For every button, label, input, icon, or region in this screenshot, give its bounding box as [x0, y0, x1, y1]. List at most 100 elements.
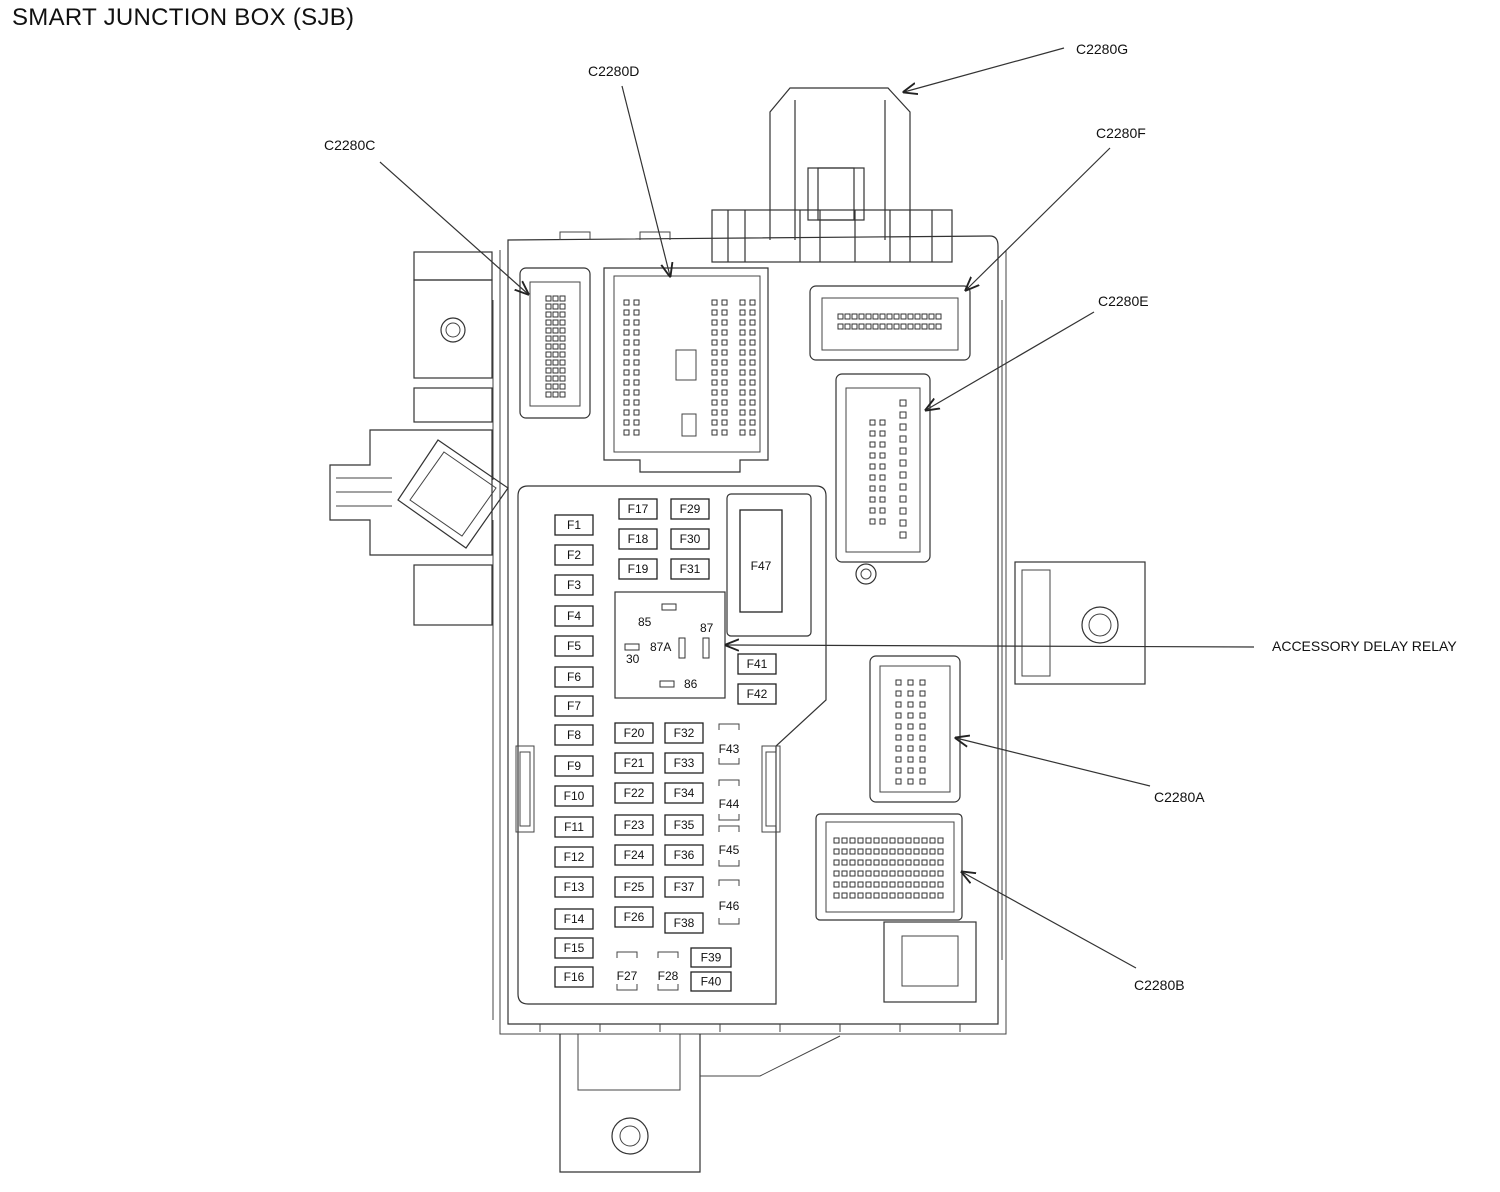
diagram-title: SMART JUNCTION BOX (SJB) — [12, 4, 355, 31]
svg-text:F42: F42 — [747, 687, 768, 701]
fuse-f19: F19 — [618, 558, 658, 580]
svg-text:F14: F14 — [564, 912, 585, 926]
fuse-f8: F8 — [554, 724, 594, 746]
connector-c2280d — [603, 267, 769, 473]
fuse-f22: F22 — [614, 782, 654, 804]
connector-c2280c — [519, 267, 591, 419]
svg-text:F18: F18 — [628, 532, 649, 546]
fuse-f42: F42 — [737, 683, 777, 705]
fuse-f26: F26 — [614, 906, 654, 928]
fuse-f39: F39 — [690, 947, 732, 968]
fuse-f5: F5 — [554, 635, 594, 657]
svg-text:F21: F21 — [624, 756, 645, 770]
fuse-f32: F32 — [664, 722, 704, 744]
fuse-f20: F20 — [614, 722, 654, 744]
fuse-f13: F13 — [554, 876, 594, 898]
connector-c2280e — [835, 373, 931, 585]
relay-pin-30: 30 — [626, 652, 640, 666]
svg-text:F40: F40 — [701, 975, 722, 989]
svg-text:F15: F15 — [564, 941, 585, 955]
svg-text:F36: F36 — [674, 848, 695, 862]
relay-pin-87a: 87A — [650, 640, 671, 654]
svg-text:F22: F22 — [624, 786, 645, 800]
svg-text:F9: F9 — [567, 759, 581, 773]
svg-text:F6: F6 — [567, 670, 581, 684]
fuse-f27: F27 — [616, 951, 638, 991]
fuse-f47: F47 — [726, 493, 812, 637]
fuse-f25: F25 — [614, 876, 654, 898]
svg-text:F19: F19 — [628, 562, 649, 576]
fuse-f29: F29 — [670, 498, 710, 520]
svg-text:F13: F13 — [564, 880, 585, 894]
svg-text:F41: F41 — [747, 657, 768, 671]
fuse-f15: F15 — [554, 937, 594, 959]
connector-c2280g-body — [711, 87, 953, 263]
connector-c2280f — [809, 285, 971, 361]
svg-text:F29: F29 — [680, 502, 701, 516]
svg-text:F10: F10 — [564, 789, 585, 803]
fuse-f35: F35 — [664, 814, 704, 836]
svg-text:F11: F11 — [564, 820, 584, 834]
fuse-f34: F34 — [664, 782, 704, 804]
svg-text:F5: F5 — [567, 639, 581, 653]
svg-text:F23: F23 — [624, 818, 645, 832]
fuse-f31: F31 — [670, 558, 710, 580]
fuse-f41: F41 — [737, 653, 777, 675]
svg-text:F3: F3 — [567, 578, 581, 592]
svg-text:F45: F45 — [719, 843, 740, 857]
fuse-f4: F4 — [554, 605, 594, 627]
label-c2280g: C2280G — [1076, 41, 1128, 57]
fuse-f14: F14 — [554, 908, 594, 930]
fuse-f37: F37 — [664, 876, 704, 898]
label-c2280f: C2280F — [1096, 125, 1146, 141]
fuse-f9: F9 — [554, 755, 594, 777]
svg-text:F7: F7 — [567, 699, 581, 713]
fuse-f23: F23 — [614, 814, 654, 836]
svg-text:F37: F37 — [674, 880, 695, 894]
svg-text:F31: F31 — [680, 562, 701, 576]
left-mounting-tab — [329, 251, 509, 626]
svg-text:F12: F12 — [564, 850, 585, 864]
fuse-f17: F17 — [618, 498, 658, 520]
fuse-f45: F45 — [718, 825, 740, 867]
svg-text:F35: F35 — [674, 818, 695, 832]
right-mounting-tab — [1014, 561, 1146, 685]
fuse-f38: F38 — [664, 912, 704, 934]
label-c2280b: C2280B — [1134, 977, 1185, 993]
fuse-f28: F28 — [657, 951, 679, 991]
svg-text:F33: F33 — [674, 756, 695, 770]
svg-text:F46: F46 — [719, 899, 740, 913]
fuse-f24: F24 — [614, 844, 654, 866]
fuse-f7: F7 — [554, 695, 594, 717]
relay-pin-87: 87 — [700, 621, 714, 635]
svg-text:F2: F2 — [567, 548, 581, 562]
svg-text:F24: F24 — [624, 848, 645, 862]
svg-text:F34: F34 — [674, 786, 695, 800]
connector-c2280b — [815, 813, 977, 1003]
fuse-f1: F1 — [554, 514, 594, 536]
fuse-f43: F43 — [718, 723, 740, 765]
svg-text:F8: F8 — [567, 728, 581, 742]
svg-text:F26: F26 — [624, 910, 645, 924]
fuse-f36: F36 — [664, 844, 704, 866]
connector-c2280a — [869, 655, 961, 803]
svg-text:F47: F47 — [751, 559, 772, 573]
fuse-f12: F12 — [554, 846, 594, 868]
svg-text:F28: F28 — [658, 969, 679, 983]
fuse-f33: F33 — [664, 752, 704, 774]
svg-text:F1: F1 — [567, 518, 581, 532]
fuse-f10: F10 — [554, 785, 594, 807]
label-c2280e: C2280E — [1098, 293, 1149, 309]
fuse-f40: F40 — [690, 971, 732, 992]
svg-text:F32: F32 — [674, 726, 695, 740]
svg-text:F38: F38 — [674, 916, 695, 930]
label-accessory-delay-relay: ACCESSORY DELAY RELAY — [1272, 638, 1457, 654]
fuse-f6: F6 — [554, 666, 594, 688]
label-c2280c: C2280C — [324, 137, 375, 153]
relay-pin-86: 86 — [684, 677, 698, 691]
svg-text:F30: F30 — [680, 532, 701, 546]
svg-text:F44: F44 — [719, 797, 740, 811]
fuse-panel — [515, 485, 827, 1005]
svg-text:F39: F39 — [701, 951, 722, 965]
